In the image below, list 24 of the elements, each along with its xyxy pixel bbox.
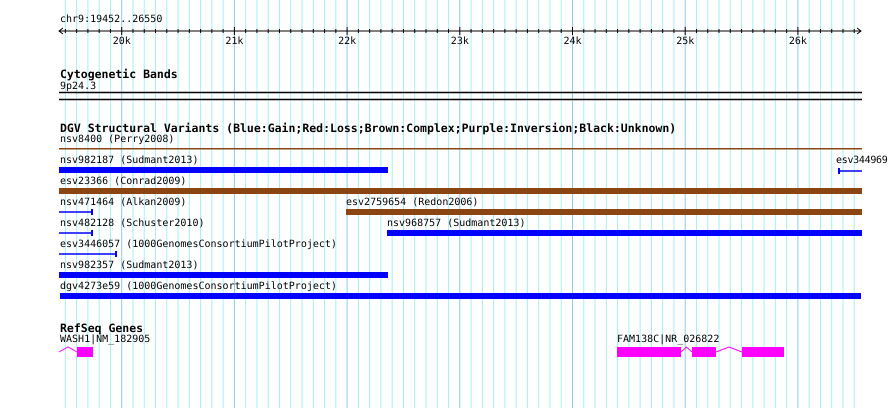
feature-label: FAM138C|NR_026822	[617, 334, 720, 346]
feature-label: nsv982357 (Sudmant2013)	[60, 260, 198, 272]
tick-label: 22k	[338, 36, 356, 48]
tick-label: 26k	[788, 36, 807, 48]
feature-label: nsv471464 (Alkan2009)	[60, 197, 186, 209]
region-label: chr9:19452..26550	[60, 14, 162, 26]
track-title: RefSeq Genes	[60, 322, 144, 334]
feature-label: esv3446057 (1000GenomesConsortiumPilotProject)	[60, 239, 337, 251]
feature-label: nsv8400 (Perry2008)	[60, 134, 174, 146]
feature-label: nsv982187 (Sudmant2013)	[60, 155, 198, 167]
track-title: DGV Structural Variants (Blue:Gain;Red:Loss;Brown:Complex;Purple:Inversion;Black:Unknown)	[60, 122, 676, 134]
tick-label: 25k	[676, 36, 694, 48]
feature-label: esv23366 (Conrad2009)	[60, 176, 186, 188]
tick-label: 24k	[564, 36, 582, 48]
tick-label: 20k	[112, 36, 131, 48]
feature-label: dgv4273e59 (1000GenomesConsortiumPilotProject)	[60, 281, 337, 293]
tick-label: 21k	[225, 36, 244, 48]
feature-label: nsv968757 (Sudmant2013)	[387, 218, 526, 230]
feature-label: nsv482128 (Schuster2010)	[60, 218, 204, 230]
feature-label: esv344969	[836, 155, 888, 167]
feature-label: WASH1|NM_182905	[60, 334, 150, 346]
feature-label: 9p24.3	[60, 81, 96, 93]
tick-label: 23k	[450, 36, 469, 48]
feature-label: esv2759654 (Redon2006)	[346, 197, 478, 209]
